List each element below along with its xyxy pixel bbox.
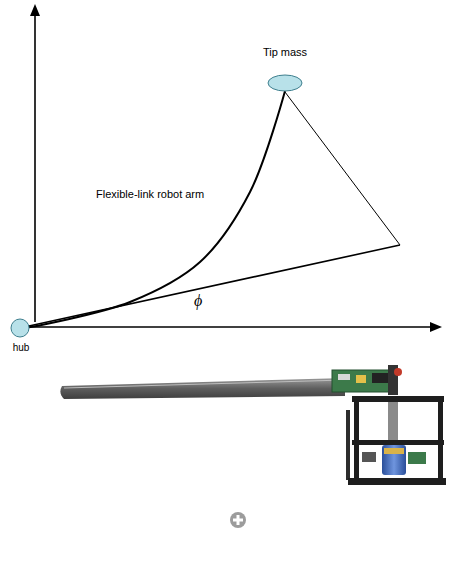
geometry-lines: [29, 92, 400, 326]
flexible-arm-curve: [29, 91, 285, 327]
hub-circle-shape: [11, 319, 29, 337]
node-label: Tip mass: [250, 46, 320, 58]
zoom-icon: [230, 512, 246, 528]
axes: [30, 4, 442, 332]
robot-photo: [60, 365, 446, 485]
node-label: hub: [6, 342, 36, 353]
tip-mass-ellipse: [268, 75, 302, 91]
hub-circle: hub: [6, 318, 36, 362]
angle-symbol: ϕ: [194, 292, 202, 310]
arm-label: Flexible-link robot arm: [96, 188, 204, 200]
tip-mass: Tip mass: [250, 46, 320, 94]
hub-circle-shape: [6, 318, 36, 362]
